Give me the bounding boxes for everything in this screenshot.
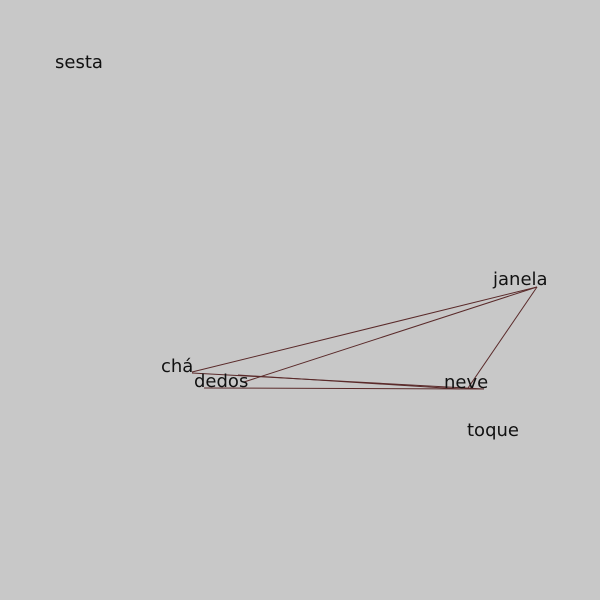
word-neve: neve	[444, 372, 489, 393]
word-dedos: dedos	[194, 371, 249, 392]
edge-dedos-neve	[203, 387, 485, 390]
word-sesta: sesta	[55, 52, 103, 73]
edge-dedos-janela	[243, 286, 538, 383]
word-cha: chá	[161, 356, 194, 377]
word-toque: toque	[467, 420, 519, 441]
edge-janela-neve	[467, 286, 538, 389]
edge-cha-neve-bottom	[237, 374, 461, 390]
edge-cha-janela	[191, 286, 538, 373]
word-janela: janela	[493, 269, 548, 290]
